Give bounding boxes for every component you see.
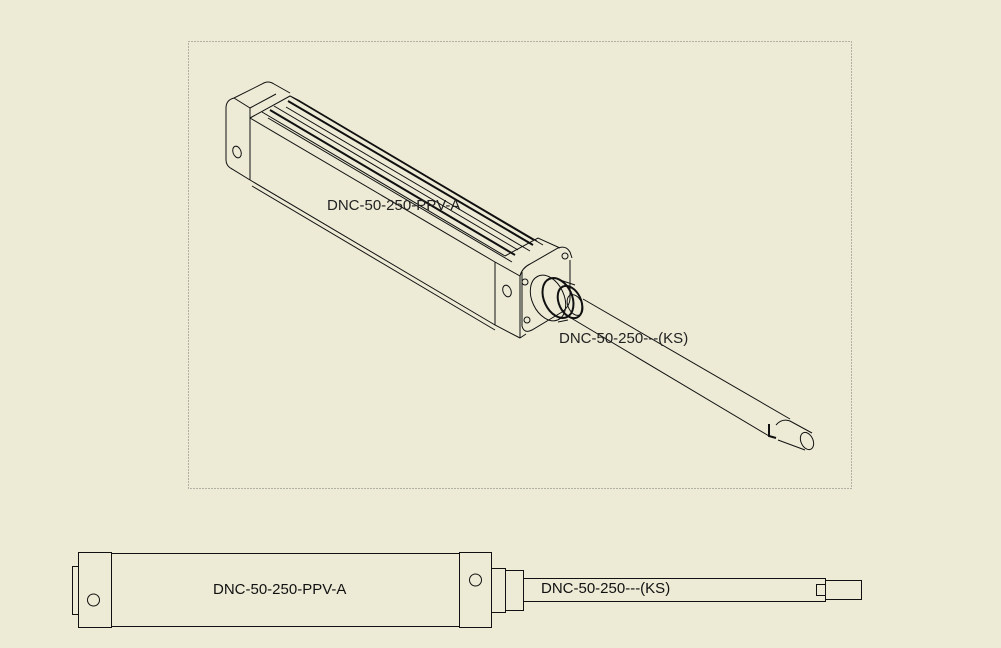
side-collar xyxy=(491,568,506,613)
iso-rod xyxy=(565,298,791,437)
iso-bolt-hole xyxy=(523,316,531,324)
iso-body xyxy=(249,95,544,331)
side-rod-tip xyxy=(825,580,862,600)
side-left-cap xyxy=(78,552,112,628)
iso-right-cap-hole xyxy=(502,284,512,298)
iso-rod-label[interactable]: DNC-50-250---(KS) xyxy=(559,330,689,347)
side-rod-flat xyxy=(816,584,826,596)
iso-collar xyxy=(541,277,575,319)
iso-bolt-hole xyxy=(561,252,569,260)
iso-right-cap xyxy=(494,237,573,339)
iso-right-cap-face xyxy=(521,260,571,332)
side-bearing xyxy=(505,570,524,611)
iso-rod-root xyxy=(566,294,584,316)
iso-slot-top xyxy=(287,100,534,246)
side-rod-label[interactable]: DNC-50-250---(KS) xyxy=(541,580,671,597)
side-body-label[interactable]: DNC-50-250-PPV-A xyxy=(213,581,347,598)
iso-slot-top-inner xyxy=(285,96,538,252)
iso-slot-front xyxy=(269,109,516,256)
iso-slot-front-inner xyxy=(267,105,519,263)
iso-cylinder[interactable] xyxy=(225,81,816,452)
iso-body-label[interactable]: DNC-50-250-PPV-A xyxy=(327,197,461,214)
iso-rod-tip xyxy=(775,419,813,451)
iso-left-cap xyxy=(225,81,291,181)
iso-rod-tip-face xyxy=(799,431,815,451)
side-right-cap xyxy=(459,552,492,628)
iso-collar-outer xyxy=(529,274,567,322)
iso-rod-end xyxy=(768,424,777,439)
iso-collar-front xyxy=(556,284,584,320)
iso-left-cap-hole xyxy=(232,145,242,159)
iso-bolt-hole xyxy=(521,278,529,286)
side-left-plate xyxy=(72,566,79,615)
side-left-cap-hole xyxy=(87,593,100,607)
side-right-cap-hole xyxy=(469,573,482,587)
side-cylinder[interactable] xyxy=(72,552,862,628)
iso-collar-body xyxy=(557,279,576,323)
